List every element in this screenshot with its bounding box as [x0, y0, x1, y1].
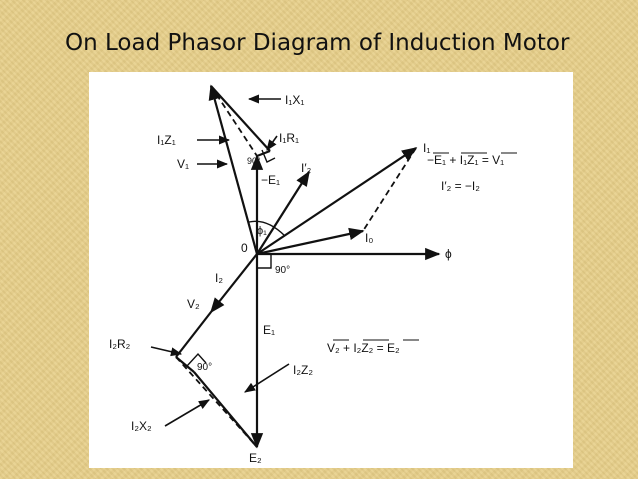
io-phasor	[256, 227, 365, 256]
equation-3: V₂ + I₂Z₂ = E₂	[327, 341, 400, 355]
i1r1-pointer	[266, 135, 278, 151]
equation-2: I′₂ = −I₂	[441, 179, 480, 193]
label-i1: I₁	[423, 141, 430, 155]
label-i2prime: I′₂	[301, 161, 312, 175]
label-minus-e1: −E₁	[261, 173, 280, 187]
v1-phasor	[208, 84, 259, 255]
label-flux: ϕ	[445, 247, 452, 261]
right-angle-mark-bottom	[186, 352, 207, 367]
i2prime-phasor	[256, 170, 310, 255]
label-i2r2: I₂R₂	[109, 337, 131, 351]
label-e1: E₁	[263, 323, 275, 337]
i2r2-pointer	[150, 346, 183, 357]
label-i2x2: I₂X₂	[131, 419, 152, 433]
label-angle90-bottom: 90°	[197, 362, 212, 373]
label-angle90-top: 90°	[247, 156, 261, 166]
i2-phasor	[210, 253, 258, 314]
i2x2-pointer	[164, 399, 210, 427]
label-v1: V₁	[177, 157, 189, 171]
i2z2-drop-dashed	[175, 356, 258, 448]
i2x2-drop	[193, 371, 258, 448]
equation-1: −E₁ + I₁Z₁ = V₁	[427, 153, 504, 167]
label-phi1: ϕ₁	[257, 225, 267, 237]
label-io: I₀	[365, 231, 373, 245]
right-angle-mark-top	[261, 149, 276, 163]
label-i1x1: I₁X₁	[285, 93, 304, 107]
i2z2-pointer	[244, 363, 290, 393]
slide-title: On Load Phasor Diagram of Induction Moto…	[65, 30, 570, 56]
label-i2z2: I₂Z₂	[293, 363, 313, 377]
v2-phasor-line	[175, 311, 212, 358]
i1z1-drop-dashed	[210, 85, 258, 157]
label-i2: I₂	[215, 271, 223, 285]
label-v2: V₂	[187, 297, 200, 311]
label-i1r1: I₁R₁	[279, 131, 299, 145]
phi1-arc	[248, 220, 286, 237]
i1-phasor	[256, 147, 418, 255]
label-origin: 0	[241, 241, 248, 255]
phasor-diagram-panel: I₁X₁ I₁Z₁ I₁R₁ V₁ 90° −E₁ I₁ I′₂ ϕ₁ 0 I₀…	[89, 72, 573, 468]
right-angle-mark-mid	[257, 254, 272, 269]
label-i1z1: I₁Z₁	[157, 133, 176, 147]
label-angle90-mid: 90°	[275, 265, 290, 276]
phasor-diagram: I₁X₁ I₁Z₁ I₁R₁ V₁ 90° −E₁ I₁ I′₂ ϕ₁ 0 I₀…	[109, 84, 517, 465]
label-e2: E₂	[249, 451, 262, 465]
i1x1-drop	[210, 85, 271, 152]
i2prime-dashed	[362, 147, 417, 232]
